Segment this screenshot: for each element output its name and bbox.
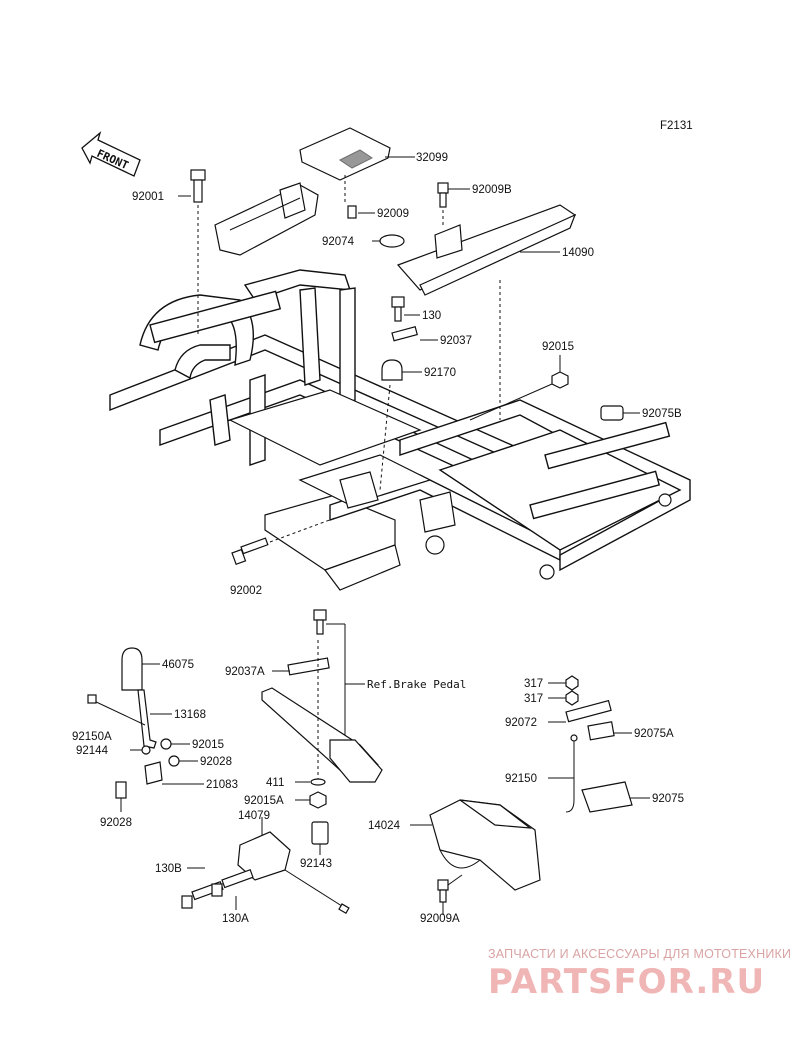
label-92001: 92001 [132, 191, 164, 203]
label-14079: 14079 [238, 810, 270, 822]
label-92075: 92075 [652, 793, 684, 805]
label-14090: 14090 [562, 247, 594, 259]
clamp-92170 [379, 359, 422, 491]
label-92037A: 92037A [225, 666, 265, 678]
parking-brake-assembly [181, 609, 383, 915]
label-13168: 13168 [174, 709, 206, 721]
bolt-92002 [231, 517, 336, 566]
reference-note: Ref.Brake Pedal [367, 678, 466, 691]
label-92075A: 92075A [634, 728, 674, 740]
label-92028-a: 92028 [200, 756, 232, 768]
nut-92015-top [469, 355, 569, 421]
bolt-92009B [437, 182, 470, 225]
bolt-130 [391, 296, 420, 322]
right-small-parts [548, 675, 650, 813]
label-46075: 46075 [162, 659, 194, 671]
watermark-tagline: ЗАПЧАСТИ И АКСЕССУАРЫ ДЛЯ МОТОТЕХНИКИ [488, 947, 792, 961]
label-32099: 32099 [416, 152, 448, 164]
label-92015-top: 92015 [542, 341, 574, 353]
label-92074: 92074 [322, 236, 355, 248]
label-92072: 92072 [505, 717, 537, 729]
plate-32099 [299, 127, 415, 205]
label-92150: 92150 [505, 773, 537, 785]
label-92075B: 92075B [642, 408, 682, 420]
label-14024: 14024 [368, 820, 401, 832]
label-130-top: 130 [422, 310, 441, 322]
front-arrow-icon: FRONT [81, 131, 141, 177]
figure-code: F2131 [660, 120, 693, 132]
label-92015A: 92015A [244, 795, 284, 807]
label-92170: 92170 [424, 367, 456, 379]
label-92015-mid: 92015 [192, 739, 224, 751]
label-92009A: 92009A [420, 913, 460, 925]
pad-92075B [600, 405, 640, 421]
cover-14090 [396, 204, 577, 420]
label-92028-b: 92028 [100, 817, 132, 829]
label-130B: 130B [155, 863, 182, 875]
label-92143: 92143 [300, 858, 332, 870]
cap-92074 [372, 234, 405, 248]
front-bracket [214, 182, 319, 256]
label-130A: 130A [222, 913, 249, 925]
label-92009: 92009 [377, 208, 409, 220]
label-21083: 21083 [206, 779, 238, 791]
clamp-92037 [391, 326, 438, 342]
bolt-92001 [178, 169, 206, 335]
guard-14024 [410, 799, 541, 915]
frame-assembly [109, 269, 691, 591]
label-92037: 92037 [440, 335, 472, 347]
label-411: 411 [266, 777, 284, 789]
label-92144: 92144 [76, 745, 109, 757]
label-317-a: 317 [524, 678, 543, 690]
label-92009B: 92009B [472, 184, 512, 196]
label-92150A: 92150A [72, 731, 112, 743]
label-92002: 92002 [230, 585, 262, 597]
label-317-b: 317 [524, 693, 543, 705]
shift-lever-assembly [87, 647, 204, 812]
watermark-logo: PARTSFOR.RU [488, 962, 766, 1002]
bolt-92009 [347, 205, 375, 219]
part-labels: 32099 92009B 92001 92009 92074 14090 130… [72, 152, 684, 925]
